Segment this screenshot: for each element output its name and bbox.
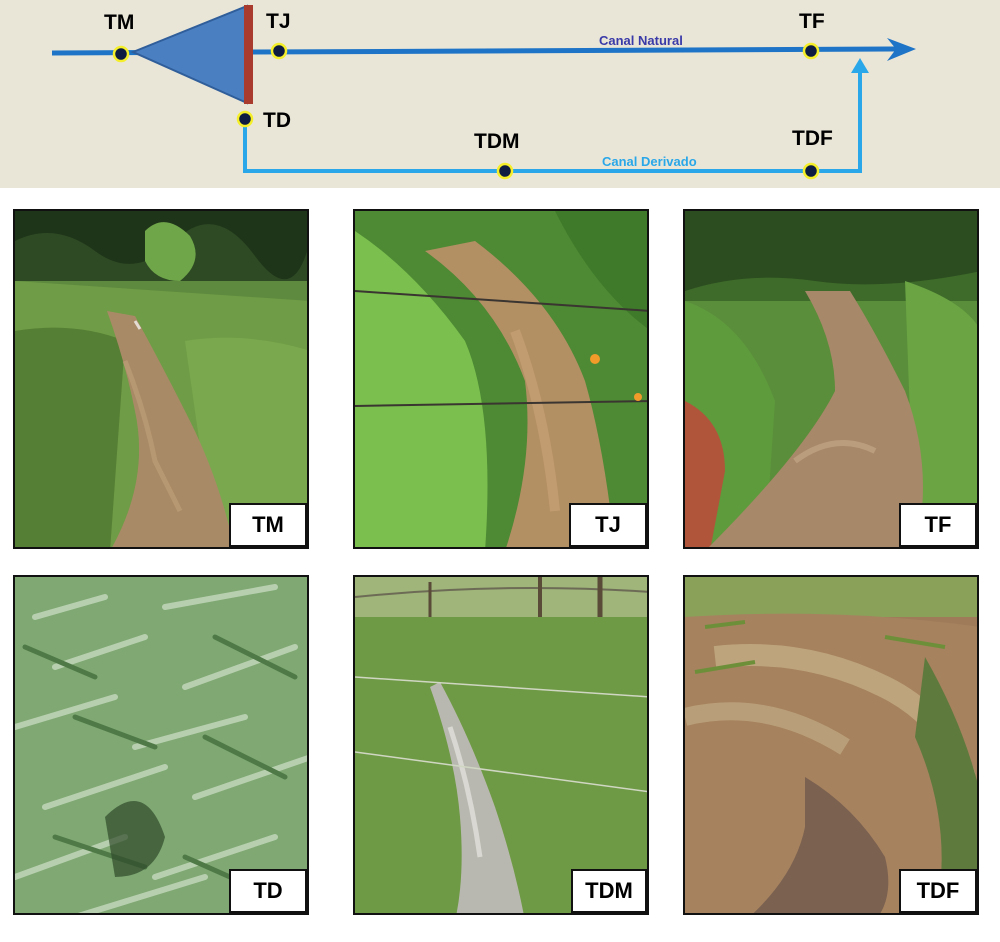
photo-td-label: TD: [229, 869, 307, 913]
point-td: [236, 110, 254, 128]
canal-natural-arrowhead: [887, 38, 916, 61]
canal-schematic: TM TJ TF TD TDM TDF Canal Natural Canal …: [0, 0, 1000, 188]
label-td: TD: [263, 109, 291, 132]
label-tdm: TDM: [474, 130, 520, 153]
point-tj: [270, 42, 288, 60]
point-tdm: [496, 162, 514, 180]
label-canal-derivado: Canal Derivado: [602, 154, 697, 169]
dam-wall: [244, 5, 253, 104]
photo-tdf-label: TDF: [899, 869, 977, 913]
point-tm: [112, 45, 130, 63]
photo-tdm-image: [355, 577, 647, 913]
photo-tf-label: TF: [899, 503, 977, 547]
point-tdf: [802, 162, 820, 180]
photo-tj-image: [355, 211, 647, 547]
photo-tm-label: TM: [229, 503, 307, 547]
label-tf: TF: [799, 10, 825, 33]
photo-tf-image: [685, 211, 977, 547]
label-canal-natural: Canal Natural: [599, 33, 683, 48]
point-tf: [802, 42, 820, 60]
photo-tm: TM: [13, 209, 309, 549]
label-tm: TM: [104, 11, 134, 34]
photo-td-image: [15, 577, 307, 913]
dam-triangle: [130, 4, 248, 105]
photo-td: TD: [13, 575, 309, 915]
label-tj: TJ: [266, 10, 291, 33]
photo-tdm: TDM: [353, 575, 649, 915]
canal-derivado-line: [243, 68, 862, 173]
photo-tj: TJ: [353, 209, 649, 549]
photo-tj-label: TJ: [569, 503, 647, 547]
photo-tdm-label: TDM: [571, 869, 647, 913]
label-tdf: TDF: [792, 127, 833, 150]
canal-schematic-svg: TM TJ TF TD TDM TDF Canal Natural Canal …: [51, 4, 916, 180]
canal-derivado-arrowhead: [851, 58, 869, 73]
photo-tm-image: [15, 211, 307, 547]
photo-tdf: TDF: [683, 575, 979, 915]
photo-tdf-image: [685, 577, 977, 913]
photo-tf: TF: [683, 209, 979, 549]
